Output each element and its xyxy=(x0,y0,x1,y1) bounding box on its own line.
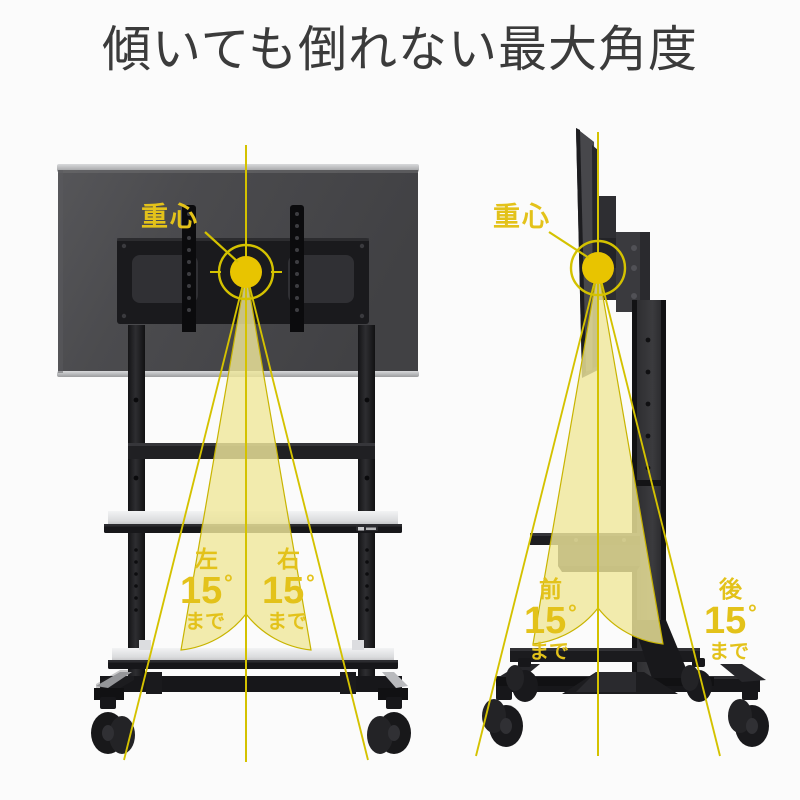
side-tilt-front-suffix: まで xyxy=(529,640,569,663)
side-caster-back-lower xyxy=(728,690,769,747)
front-tilt-right-suffix: まで xyxy=(267,610,307,633)
front-view-group: 重心 左 15 ° まで 右 15 ° まで xyxy=(57,145,419,762)
front-cg-leader-line xyxy=(204,231,239,263)
front-lower-shelf xyxy=(108,640,398,669)
side-cg-leader-line xyxy=(548,231,590,259)
front-stand-posts xyxy=(128,325,375,685)
side-tilt-lines xyxy=(475,267,721,757)
page-title: 傾いても倒れない最大角度 xyxy=(101,23,699,77)
brand-logo xyxy=(358,527,376,531)
side-tilt-front-degree: ° xyxy=(568,600,577,625)
front-tilt-left-suffix: まで xyxy=(185,610,225,633)
side-tilt-back-suffix: まで xyxy=(709,640,749,663)
side-tilt-front-label: 前 15 ° まで xyxy=(524,576,577,663)
side-tilt-back-label: 後 15 ° まで xyxy=(704,576,757,663)
side-center-of-gravity-label: 重心 xyxy=(493,202,551,232)
front-tilt-left-direction: 左 xyxy=(195,546,218,572)
side-caster-back-upper xyxy=(681,658,712,702)
side-tilt-back-degree: ° xyxy=(748,600,757,625)
front-center-of-gravity-label: 重心 xyxy=(141,202,199,232)
front-caster-left xyxy=(91,697,135,754)
side-tilt-back-angle: 15 xyxy=(704,600,746,642)
front-tilt-left-label: 左 15 ° まで xyxy=(180,546,233,633)
side-tilt-front-direction: 前 xyxy=(539,576,562,602)
front-tilt-lines xyxy=(123,271,369,761)
front-tilt-right-angle: 15 xyxy=(262,570,304,612)
front-tilt-right-direction: 右 xyxy=(277,546,300,572)
front-caster-right xyxy=(367,697,411,754)
side-center-of-gravity-marker xyxy=(569,239,627,297)
side-tilt-front-angle: 15 xyxy=(524,600,566,642)
side-view-group: 重心 前 15 ° まで 後 15 ° まで xyxy=(475,128,769,757)
front-center-of-gravity-marker xyxy=(210,236,282,308)
front-tilt-right-degree: ° xyxy=(306,570,315,595)
side-caster-front-lower xyxy=(482,690,523,747)
side-tilt-back-direction: 後 xyxy=(718,576,743,602)
front-tilt-left-angle: 15 xyxy=(180,570,222,612)
front-tilt-left-degree: ° xyxy=(224,570,233,595)
side-caster-front-upper xyxy=(506,658,538,702)
front-tilt-right-label: 右 15 ° まで xyxy=(262,546,315,633)
